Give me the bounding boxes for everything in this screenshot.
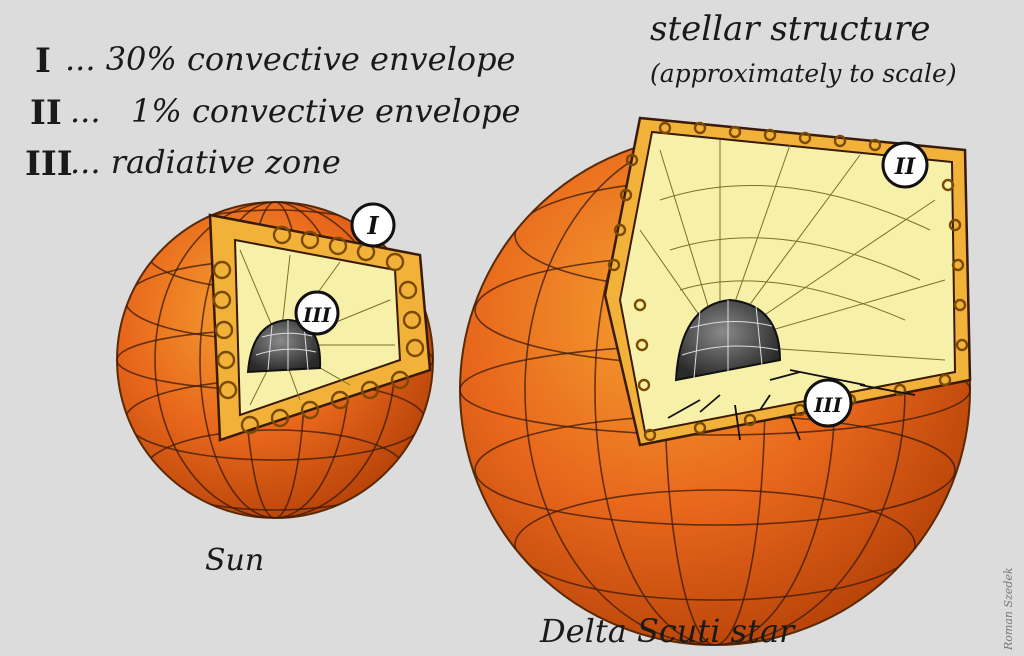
svg-text:II: II — [894, 154, 916, 180]
delta-scuti-core-grid — [681, 300, 779, 379]
legend-numeral: I — [35, 41, 51, 81]
sun-badge-iii: III — [294, 290, 340, 336]
legend-numeral: II — [30, 93, 62, 133]
diagram-subtitle: (approximately to scale) — [650, 59, 957, 88]
svg-text:III: III — [813, 393, 843, 417]
legend-text: ... 1% convective envelope — [70, 92, 520, 130]
delta-scuti-diagram: II III Delta Scuti star — [459, 116, 972, 650]
legend-item-3: III ... radiative zone — [25, 143, 341, 184]
diagram-title: stellar structure — [650, 9, 931, 49]
delta-scuti-radiation-arrows — [667, 369, 916, 441]
legend-text: ... radiative zone — [70, 143, 341, 181]
svg-text:I: I — [366, 211, 379, 240]
sun-core-grid — [255, 320, 317, 371]
legend-item-1: I ... 30% convective envelope — [35, 40, 515, 81]
delta-scuti-badge-ii: II — [881, 141, 929, 189]
delta-scuti-label: Delta Scuti star — [539, 612, 796, 650]
legend-text: ... 30% convective envelope — [65, 40, 515, 78]
sun-convection-cells — [212, 225, 425, 435]
legend-numeral: III — [25, 144, 73, 184]
legend-item-2: II ... 1% convective envelope — [30, 92, 520, 133]
artist-signature: Roman Szedek — [1002, 567, 1015, 651]
svg-text:III: III — [302, 303, 332, 327]
sun-diagram: I III Sun — [116, 201, 434, 578]
sun-badge-i: I — [350, 202, 396, 248]
sun-label: Sun — [205, 543, 264, 578]
legend: I ... 30% convective envelope II ... 1% … — [25, 40, 520, 184]
delta-scuti-badge-iii: III — [803, 378, 853, 428]
